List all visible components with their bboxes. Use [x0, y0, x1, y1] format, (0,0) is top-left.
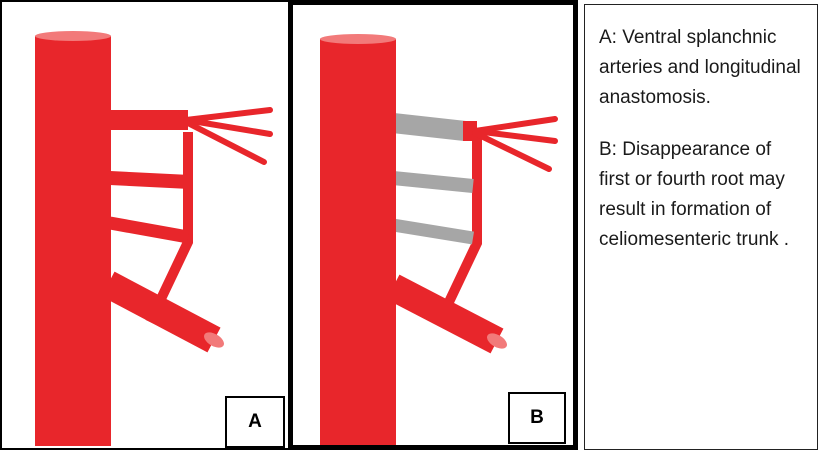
ventral-root-3 — [110, 223, 188, 237]
panel-label-b: B — [508, 392, 566, 444]
regressed-root-2 — [393, 178, 473, 186]
celiac-branch-1 — [475, 119, 555, 131]
caption-panel: A: Ventral splanchnic arteries and longi… — [584, 4, 818, 450]
vascular-diagram-b — [293, 5, 573, 445]
regressed-root-3 — [393, 225, 473, 238]
celiomesenteric-trunk — [393, 287, 497, 341]
vascular-diagram-a — [2, 2, 292, 452]
caption-a: A: Ventral splanchnic arteries and longi… — [599, 23, 807, 113]
panel-a: A — [0, 0, 290, 450]
celiac-branch-1 — [186, 110, 270, 120]
aorta-top — [35, 31, 111, 41]
regressed-root-1 — [393, 123, 465, 131]
aorta — [35, 36, 111, 446]
caption-b: B: Disappearance of first or fourth root… — [599, 135, 807, 255]
aorta-top — [320, 34, 396, 44]
aorta — [320, 39, 396, 445]
panel-b: B — [288, 0, 578, 450]
ventral-root-2 — [110, 178, 190, 182]
panel-label-a: A — [225, 396, 285, 448]
